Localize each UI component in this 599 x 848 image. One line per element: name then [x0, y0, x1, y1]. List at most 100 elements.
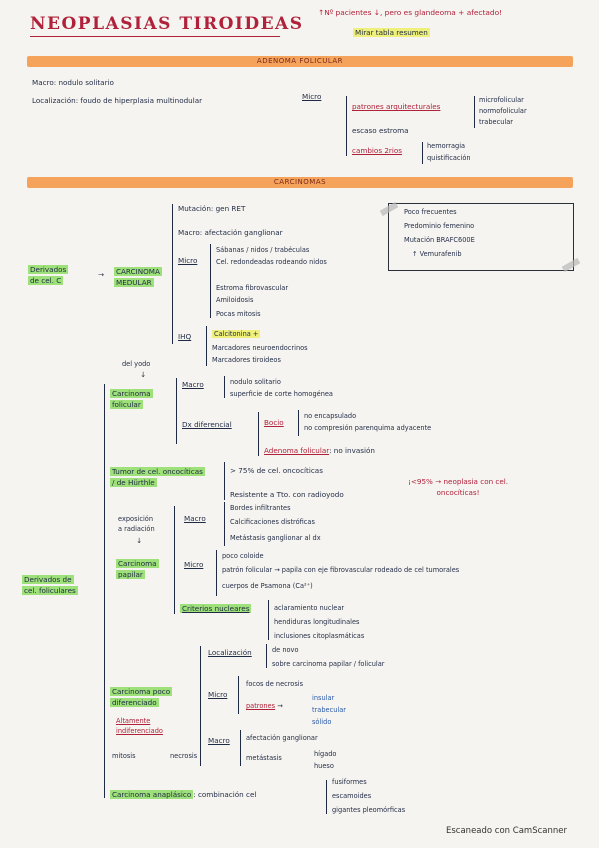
papilar-micro-2: cuerpos de Psamona (Ca²⁺): [222, 582, 313, 590]
adenoma-micro-label: Micro: [302, 92, 322, 101]
folicular-macro-brace: [224, 376, 225, 398]
papilar-criterio-2: inclusiones citoplasmáticas: [274, 632, 365, 640]
folicular-bocio-0: no encapsulado: [304, 412, 357, 420]
folicular-macro-1: superficie de corte homogénea: [230, 390, 333, 398]
medular-ihq-0: Calcitonina +: [212, 330, 261, 338]
adenoma-patrones-brace: [474, 96, 475, 128]
poco-dif-macro-brace: [240, 730, 241, 766]
hurthle-item-1: Resistente a Tto. con radioyodo: [230, 490, 344, 499]
papilar-macro-brace: [224, 502, 225, 546]
carcinoma-papilar: Carcinoma papilar: [116, 559, 159, 579]
adenoma-macro: Macro: nodulo solitario: [32, 78, 114, 87]
carcinoma-poco-diferenciado: Carcinoma poco diferenciado: [110, 687, 173, 707]
folicular-macro-0: nodulo solitario: [230, 378, 281, 386]
poco-dif-localizacion-brace: [266, 644, 267, 668]
poco-dif-patrones: patrones →: [246, 702, 283, 710]
adenoma-cambios-brace: [422, 142, 423, 164]
poco-dif-micro-brace: [238, 676, 239, 714]
medular-macro: Macro: afectación ganglionar: [178, 228, 283, 237]
anaplasico-2: gigantes pleomórficas: [332, 806, 406, 814]
papilar-macro-2: Metástasis ganglionar al dx: [230, 534, 321, 542]
arrow-to-medular: →: [98, 270, 105, 279]
papilar-criterio-1: hendiduras longitudinales: [274, 618, 360, 626]
poco-dif-patron-0: insular: [312, 694, 335, 702]
papilar-micro-0: poco coloide: [222, 552, 264, 560]
box-item-3: ↑ Vemurafenib: [412, 250, 462, 258]
adenoma-patron-1: normofolicular: [479, 107, 527, 115]
adenoma-escaso: escaso estroma: [352, 126, 409, 135]
necrosis-label: necrosis: [170, 752, 198, 760]
anaplasico-0: fusiformes: [332, 778, 367, 786]
foliculares-main-brace: [104, 384, 105, 798]
poco-dif-macro-2: hígado: [314, 750, 337, 758]
medular-micro-brace: [210, 244, 211, 318]
scanner-watermark: Escaneado con CamScanner: [446, 826, 567, 836]
adenoma-bar: [27, 56, 573, 67]
carcinoma-medular: CARCINOMA MEDULAR: [114, 267, 162, 287]
carcinomas-bar: [27, 177, 573, 188]
anaplasico-brace: [326, 780, 327, 814]
medular-micro-4: Pocas mitosis: [216, 310, 261, 318]
poco-dif-macro-3: hueso: [314, 762, 334, 770]
derivados-c: Derivados de cel. C: [28, 265, 69, 285]
box-item-2: Mutación BRAFC600E: [404, 236, 475, 244]
poco-dif-macro: Macro: [208, 736, 230, 745]
tumor-hurthle: Tumor de cel. oncocíticas / de Hürthle: [110, 467, 205, 487]
poco-dif-localizacion-1: sobre carcinoma papilar / folicular: [272, 660, 385, 668]
title-underline: [30, 36, 280, 37]
exposicion-radiacion: exposición a radiación: [118, 515, 155, 533]
papilar-macro: Macro: [184, 514, 206, 523]
box-item-1: Predominio femenino: [404, 222, 475, 230]
papilar-criterios: Criterios nucleares: [180, 604, 252, 613]
papilar-micro: Micro: [184, 560, 204, 569]
folicular-dx-brace: [258, 412, 259, 456]
del-yodo-arrow: ↓: [140, 370, 147, 379]
poco-dif-brace: [200, 646, 201, 766]
page-title: NEOPLASIAS TIROIDEAS: [30, 14, 304, 34]
medular-micro-label: Micro: [178, 256, 198, 265]
hurthle-brace: [224, 462, 225, 500]
header-note-sub: Mirar tabla resumen: [353, 28, 430, 37]
poco-dif-localizacion: Localización: [208, 648, 252, 657]
medular-micro-1: Cel. redondeadas rodeando nidos: [216, 258, 327, 266]
papilar-micro-brace: [216, 550, 217, 596]
papilar-brace: [174, 506, 175, 614]
adenoma-bar-label: ADENOMA FOLICULAR: [256, 57, 344, 65]
info-box: [388, 203, 574, 271]
carcinomas-bar-label: CARCINOMAS: [273, 178, 327, 186]
papilar-macro-1: Calcificaciones distróficas: [230, 518, 315, 526]
poco-dif-macro-0: afectación ganglionar: [246, 734, 318, 742]
medular-micro-0: Sábanas / nidos / trabéculas: [216, 246, 310, 254]
folicular-bocio-1: no compresión parenquima adyacente: [304, 424, 432, 432]
hurthle-item-0: > 75% de cel. oncocíticas: [230, 466, 323, 475]
adenoma-cambio-0: hemorragia: [427, 142, 466, 150]
folicular-brace: [176, 378, 177, 444]
poco-dif-focos: focos de necrosis: [246, 680, 304, 688]
anaplasico-1: escamoides: [332, 792, 372, 800]
poco-dif-patron-2: sólido: [312, 718, 332, 726]
exposicion-arrow: ↓: [136, 536, 143, 545]
folicular-bocio-brace: [298, 410, 299, 436]
box-item-0: Poco frecuentes: [404, 208, 457, 216]
poco-dif-localizacion-0: de novo: [272, 646, 299, 654]
hurthle-note: ¡<95% → neoplasia con cel. oncocíticas!: [408, 477, 509, 497]
folicular-macro: Macro: [182, 380, 204, 389]
medular-mutacion: Mutación: gen RET: [178, 204, 246, 213]
poco-dif-macro-1: metástasis: [246, 754, 282, 762]
adenoma-patrones: patrones arquitecturales: [352, 102, 441, 111]
papilar-criterios-brace: [268, 600, 269, 640]
poco-dif-patron-1: trabecular: [312, 706, 346, 714]
medular-ihq-1: Marcadores neuroendocrinos: [212, 344, 308, 352]
derivados-foliculares: Derivados de cel. foliculares: [22, 575, 78, 595]
header-note-top: ↑Nº pacientes ↓, pero es glandeoma + afe…: [318, 8, 503, 17]
adenoma-localizacion: Localización: foudo de hiperplasia multi…: [32, 96, 203, 105]
carcinoma-folicular: Carcinoma folicular: [110, 389, 153, 409]
adenoma-patron-0: microfolicular: [479, 96, 524, 104]
altamente-indiferenciado: Altamente indiferenciado: [116, 717, 163, 735]
folicular-dx: Dx diferencial: [182, 420, 232, 429]
medular-brace: [172, 204, 173, 344]
medular-ihq-label: IHQ: [178, 332, 192, 341]
folicular-adenoma: Adenoma folicular: no invasión: [264, 446, 375, 455]
medular-ihq-brace: [206, 326, 207, 366]
adenoma-cambios: cambios 2rios: [352, 146, 403, 155]
